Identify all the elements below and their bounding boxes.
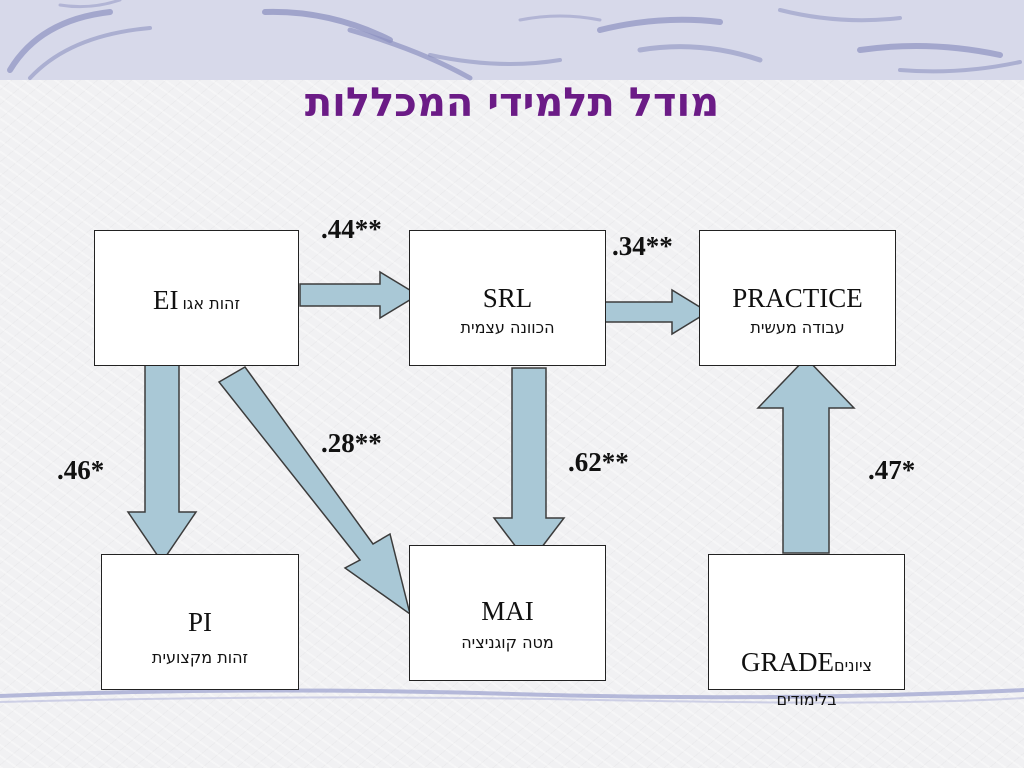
node-grade-hebrew-line2: בלימודים xyxy=(776,690,837,709)
node-mai-hebrew: מטה קוגניציה xyxy=(461,633,554,652)
arrow-srl-to-practice xyxy=(589,288,710,336)
node-ei-code: EI xyxy=(152,285,179,315)
node-practice-code: PRACTICE xyxy=(732,283,863,313)
node-grade-hebrew-prefix: ציונים xyxy=(833,656,873,675)
arrow-ei-to-srl xyxy=(299,270,420,320)
node-pi-hebrew: זהות מקצועית xyxy=(151,648,249,667)
coef-srl-practice: .34** xyxy=(612,231,673,261)
node-ei: EI זהות אגו xyxy=(94,230,299,366)
coef-grade-practice: .47* xyxy=(868,455,916,485)
node-practice: PRACTICE עבודה מעשית xyxy=(699,230,896,366)
node-srl: SRL הכוונה עצמית xyxy=(409,230,606,366)
coef-ei-mai: .28** xyxy=(321,428,382,458)
node-mai: MAI מטה קוגניציה xyxy=(409,545,606,681)
node-pi-code: PI xyxy=(187,607,212,637)
arrow-ei-to-mai xyxy=(217,366,412,616)
slide-title: מודל תלמידי המכללות xyxy=(304,80,720,126)
node-practice-hebrew: עבודה מעשית xyxy=(750,318,845,337)
decorative-top-band xyxy=(0,0,1024,80)
node-mai-code: MAI xyxy=(481,596,534,626)
node-grade: GRADEציונים xyxy=(708,554,905,690)
arrow-srl-to-mai xyxy=(492,367,566,566)
coef-srl-mai: .62** xyxy=(568,447,629,477)
node-srl-hebrew: הכוונה עצמית xyxy=(460,318,555,337)
coef-ei-srl: .44** xyxy=(321,214,382,244)
coef-ei-pi: .46* xyxy=(57,455,105,485)
arrow-ei-to-pi xyxy=(126,357,198,564)
arrow-grade-to-practice xyxy=(756,356,856,554)
node-ei-hebrew: זהות אגו xyxy=(182,294,241,313)
node-grade-code: GRADE xyxy=(740,647,834,677)
node-pi: PI זהות מקצועית xyxy=(101,554,299,690)
node-srl-code: SRL xyxy=(482,283,533,313)
